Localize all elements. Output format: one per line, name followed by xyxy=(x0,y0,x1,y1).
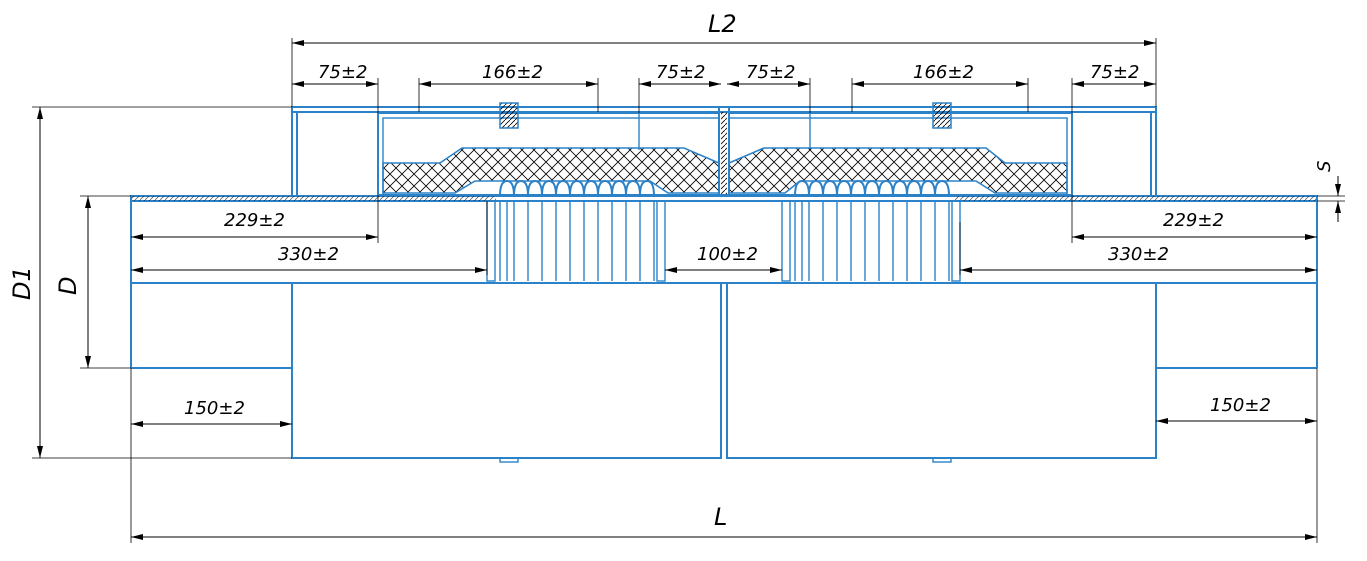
label-left-229: 229±2 xyxy=(224,210,285,231)
label-seg-166-b: 166±2 xyxy=(913,62,974,83)
label-s: S xyxy=(1314,161,1335,172)
label-l: L xyxy=(714,503,727,531)
guide-block-right xyxy=(932,102,952,129)
label-seg-166-a: 166±2 xyxy=(482,62,543,83)
label-right-229: 229±2 xyxy=(1163,210,1224,231)
label-seg-75-b: 75±2 xyxy=(656,62,705,83)
guide-block-left xyxy=(499,102,519,129)
label-d: D xyxy=(54,277,82,295)
dimensions: L2 75±2 166±2 75±2 75±2 166±2 75±2 D1 D xyxy=(8,10,1345,543)
label-d1: D1 xyxy=(8,266,36,300)
label-left-330: 330±2 xyxy=(278,244,339,265)
label-gap-100: 100±2 xyxy=(697,244,758,265)
label-seg-75-d: 75±2 xyxy=(1090,62,1139,83)
lower-casing-right xyxy=(726,282,1157,459)
label-right-150: 150±2 xyxy=(1210,395,1271,416)
lower-casing-left xyxy=(291,282,722,459)
expansion-joint-body xyxy=(130,102,1318,463)
insulation-left xyxy=(382,147,720,194)
label-seg-75-a: 75±2 xyxy=(318,62,367,83)
label-l2: L2 xyxy=(708,10,737,38)
insulation-right xyxy=(728,147,1068,194)
label-left-150: 150±2 xyxy=(184,398,245,419)
label-right-330: 330±2 xyxy=(1108,244,1169,265)
bellows-left xyxy=(486,179,666,282)
bellows-right xyxy=(781,179,961,282)
label-seg-75-c: 75±2 xyxy=(746,62,795,83)
